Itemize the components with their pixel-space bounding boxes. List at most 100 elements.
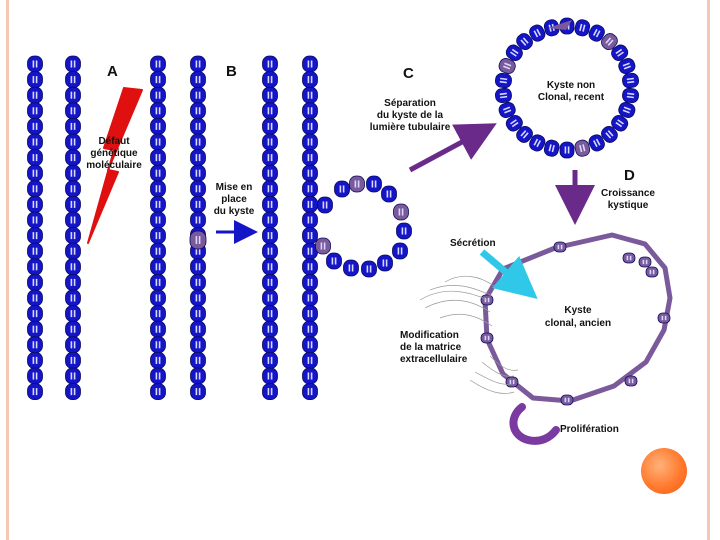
tubule-cell (150, 195, 166, 213)
tubule-cell (27, 258, 43, 276)
label-modif-3: extracellulaire (400, 354, 468, 365)
tubule-cell (262, 180, 278, 198)
ancient-cyst-cell (657, 312, 671, 324)
label-defaut-3: moléculaire (86, 160, 142, 171)
tubule-cell (262, 211, 278, 229)
tubule-cell (27, 383, 43, 401)
tubule-cell (150, 149, 166, 167)
genetic-defect-bolt (87, 87, 143, 244)
tubule-cell (262, 133, 278, 151)
tubule-cell (302, 383, 318, 401)
tubule-cell (190, 336, 206, 354)
separation-arrow (408, 123, 497, 173)
label-mise-3: du kyste (214, 206, 255, 217)
tubule-cell (65, 149, 81, 167)
label-a: A (107, 63, 118, 80)
tubule-cell (27, 195, 43, 213)
tubule-cell (190, 102, 206, 120)
tubule-cell (27, 367, 43, 385)
tubule-cell (302, 227, 318, 245)
recent-cyst-cell (529, 24, 546, 42)
tubule-cell (150, 320, 166, 338)
tubule-cell (65, 289, 81, 307)
tubule-cell (150, 258, 166, 276)
tubule-cell (65, 102, 81, 120)
tubule-cell (150, 102, 166, 120)
label-kyste-ancien-2: clonal, ancien (545, 318, 611, 329)
budding-cyst-cell (349, 175, 365, 193)
tubule-cell (65, 383, 81, 401)
tubule-cell (262, 273, 278, 291)
label-d: D (624, 167, 635, 184)
tubule-cell (262, 383, 278, 401)
tubule-cell (262, 336, 278, 354)
tubule-cell (262, 305, 278, 323)
ancient-cyst-cell (505, 376, 519, 388)
tubule-cell (302, 149, 318, 167)
tubule-cell (150, 118, 166, 135)
recent-cyst-cell (559, 141, 575, 159)
ancient-cyst-cell (480, 332, 494, 344)
tubule-cell (190, 273, 206, 291)
ancient-cyst-ring (480, 232, 673, 406)
tubule-cell (262, 195, 278, 213)
tubule-cell (302, 320, 318, 338)
tubule-cell (150, 367, 166, 385)
tubule-cell (302, 195, 318, 213)
tubule-cell (27, 86, 43, 104)
label-secretion: Sécrétion (450, 238, 496, 249)
tubule-cell (302, 133, 318, 151)
tubule-cell (302, 258, 318, 276)
tubule-walls (27, 55, 412, 401)
tubule-cell (150, 351, 166, 369)
tubule-cell (190, 118, 206, 135)
tubule-cell (302, 164, 318, 182)
tubule-cell (190, 164, 206, 182)
tubule-cell (190, 211, 206, 229)
secretion-arrow (479, 249, 538, 300)
budding-cyst-cell (392, 242, 408, 260)
tubule-cell (150, 71, 166, 88)
tubule-cell (190, 133, 206, 151)
label-kyste-recent-1: Kyste non (547, 80, 595, 91)
tubule-cell (302, 289, 318, 307)
tubule-cell (27, 305, 43, 323)
tubule-cell (65, 55, 81, 73)
tubule-cell (150, 164, 166, 182)
budding-cyst-cell (393, 203, 409, 221)
tubule-cell (262, 320, 278, 338)
tubule-cell (302, 180, 318, 198)
tubule-cell (150, 336, 166, 354)
tubule-cell (65, 242, 81, 260)
label-modif-2: de la matrice (400, 342, 462, 353)
budding-cyst-cell (334, 180, 350, 198)
label-separation-3: lumière tubulaire (370, 122, 451, 133)
label-mise-2: place (221, 194, 247, 205)
budding-cyst-cell (396, 222, 412, 240)
tubule-cell (302, 55, 318, 73)
tubule-cell (27, 351, 43, 369)
tubule-cell (262, 242, 278, 260)
tubule-cell (27, 320, 43, 338)
tubule-cell (262, 55, 278, 73)
tubule-cell (262, 258, 278, 276)
tubule-cell (27, 289, 43, 307)
budding-cyst-cell (377, 254, 393, 272)
tubule-cell (27, 118, 43, 135)
tubule-cell (302, 273, 318, 291)
tubule-cell (27, 180, 43, 198)
ancient-cyst-cell (622, 252, 636, 264)
tubule-cell (65, 227, 81, 245)
tubule-cell (65, 133, 81, 151)
ancient-cyst-cell (560, 394, 574, 406)
decorative-orange-dot (641, 448, 687, 494)
label-separation-2: du kyste de la (377, 110, 444, 121)
recent-cyst-cell (618, 102, 636, 118)
tubule-cell (190, 383, 206, 401)
recent-cyst-cell (618, 58, 636, 74)
tubule-cell (302, 118, 318, 135)
budding-cyst-cell (315, 237, 331, 255)
tubule-cell (65, 367, 81, 385)
tubule-cell (190, 351, 206, 369)
